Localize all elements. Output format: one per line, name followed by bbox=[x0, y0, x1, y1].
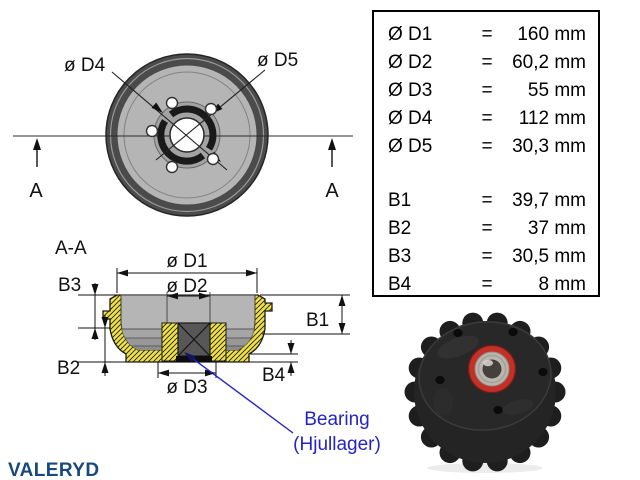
spec-label: Ø D1 bbox=[388, 23, 433, 45]
spec-value: 30,3 mm bbox=[512, 135, 586, 157]
bearing-note-line1: Bearing bbox=[304, 409, 370, 430]
label-b2: B2 bbox=[57, 358, 80, 379]
spec-value: 160 mm bbox=[517, 23, 586, 45]
spec-spacer bbox=[388, 160, 586, 186]
bolt-holes bbox=[145, 96, 220, 174]
label-b1: B1 bbox=[306, 310, 329, 331]
drum-rim-line bbox=[109, 57, 265, 213]
label-d3: ø D3 bbox=[166, 377, 207, 398]
label-a-left: A bbox=[29, 180, 43, 202]
spec-value: 55 mm bbox=[527, 79, 586, 101]
hub-arc bbox=[168, 105, 217, 151]
spec-label: Ø D5 bbox=[388, 135, 433, 157]
section-title: A-A bbox=[55, 238, 87, 259]
spec-row-d3: Ø D3 = 55 mm bbox=[388, 76, 586, 104]
spec-row-d5: Ø D5 = 30,3 mm bbox=[388, 132, 586, 160]
spec-equals: = bbox=[481, 273, 493, 295]
spec-value: 60,2 mm bbox=[512, 51, 586, 73]
spec-value: 8 mm bbox=[538, 273, 587, 295]
spec-row-d2: Ø D2 = 60,2 mm bbox=[388, 48, 586, 76]
arrowhead bbox=[151, 102, 163, 113]
spec-row-d4: Ø D4 = 112 mm bbox=[388, 104, 586, 132]
spec-label: Ø D2 bbox=[388, 51, 433, 73]
spec-value: 37 mm bbox=[527, 217, 586, 239]
brand-logo: VALERYD bbox=[8, 460, 100, 480]
spec-label: Ø D4 bbox=[388, 107, 433, 129]
dim-b1 bbox=[260, 294, 350, 335]
face-highlight bbox=[437, 335, 479, 359]
spec-label: B4 bbox=[388, 273, 412, 295]
bearing-seat-cut bbox=[161, 322, 179, 362]
bearing-note-line2: (Hjullager) bbox=[293, 434, 381, 455]
spec-label: B3 bbox=[388, 245, 412, 267]
spec-label: Ø D3 bbox=[388, 79, 433, 101]
bearing-seat-cut bbox=[209, 322, 227, 362]
section-view: A-A ø D1 ø D2 B3 B1 B2 B4 ø D3 Bearing (… bbox=[55, 238, 381, 455]
dim-b4 bbox=[249, 340, 298, 376]
spec-row-d1: Ø D1 = 160 mm bbox=[388, 20, 586, 48]
photo-bolt-holes bbox=[435, 328, 548, 414]
dim-d1 bbox=[116, 268, 258, 293]
hub-arc bbox=[157, 119, 206, 165]
spec-value: 30,5 mm bbox=[512, 245, 586, 267]
spec-equals: = bbox=[481, 189, 493, 211]
arrowhead bbox=[328, 138, 336, 150]
drum-face-line bbox=[123, 71, 251, 199]
spec-row-b1: B1 = 39,7 mm bbox=[388, 186, 586, 214]
label-b3: B3 bbox=[58, 275, 81, 296]
spec-label: B1 bbox=[388, 189, 412, 211]
spec-label: B2 bbox=[388, 217, 412, 239]
spec-equals: = bbox=[481, 23, 493, 45]
spec-equals: = bbox=[481, 245, 493, 267]
spec-value: 112 mm bbox=[518, 107, 586, 129]
spec-value: 39,7 mm bbox=[512, 189, 586, 211]
bearing-leader bbox=[184, 352, 294, 434]
dim-b3 bbox=[78, 283, 117, 340]
label-d5: ø D5 bbox=[257, 50, 298, 71]
spec-equals: = bbox=[481, 79, 493, 101]
spec-equals: = bbox=[481, 217, 493, 239]
spec-row-b4: B4 = 8 mm bbox=[388, 270, 586, 298]
product-photo bbox=[404, 312, 566, 473]
spec-table: Ø D1 = 160 mm Ø D2 = 60,2 mm Ø D3 = 55 m… bbox=[372, 10, 600, 297]
label-d1: ø D1 bbox=[166, 251, 207, 272]
bearing-cross bbox=[177, 322, 211, 357]
label-a-right: A bbox=[325, 180, 339, 202]
dim-b2 bbox=[78, 315, 126, 376]
photo-shadow bbox=[427, 463, 543, 473]
section-arrow-right bbox=[328, 138, 336, 167]
spec-row-b2: B2 = 37 mm bbox=[388, 214, 586, 242]
bearing-seal bbox=[467, 344, 517, 394]
face-highlight bbox=[433, 388, 453, 416]
face-highlight bbox=[502, 399, 534, 415]
d4-leader-line bbox=[111, 71, 228, 171]
spec-row-b3: B3 = 30,5 mm bbox=[388, 242, 586, 270]
front-view: ø D4 ø D5 A A bbox=[13, 50, 353, 217]
spec-equals: = bbox=[481, 107, 493, 129]
label-d2: ø D2 bbox=[166, 276, 207, 297]
section-arrow-left bbox=[33, 138, 41, 167]
arrowhead bbox=[184, 352, 196, 362]
dim-d2 bbox=[167, 292, 210, 300]
arrowhead bbox=[33, 138, 41, 150]
spec-equals: = bbox=[481, 135, 493, 157]
label-b4: B4 bbox=[262, 365, 286, 386]
label-d4: ø D4 bbox=[64, 55, 106, 76]
spec-equals: = bbox=[481, 51, 493, 73]
